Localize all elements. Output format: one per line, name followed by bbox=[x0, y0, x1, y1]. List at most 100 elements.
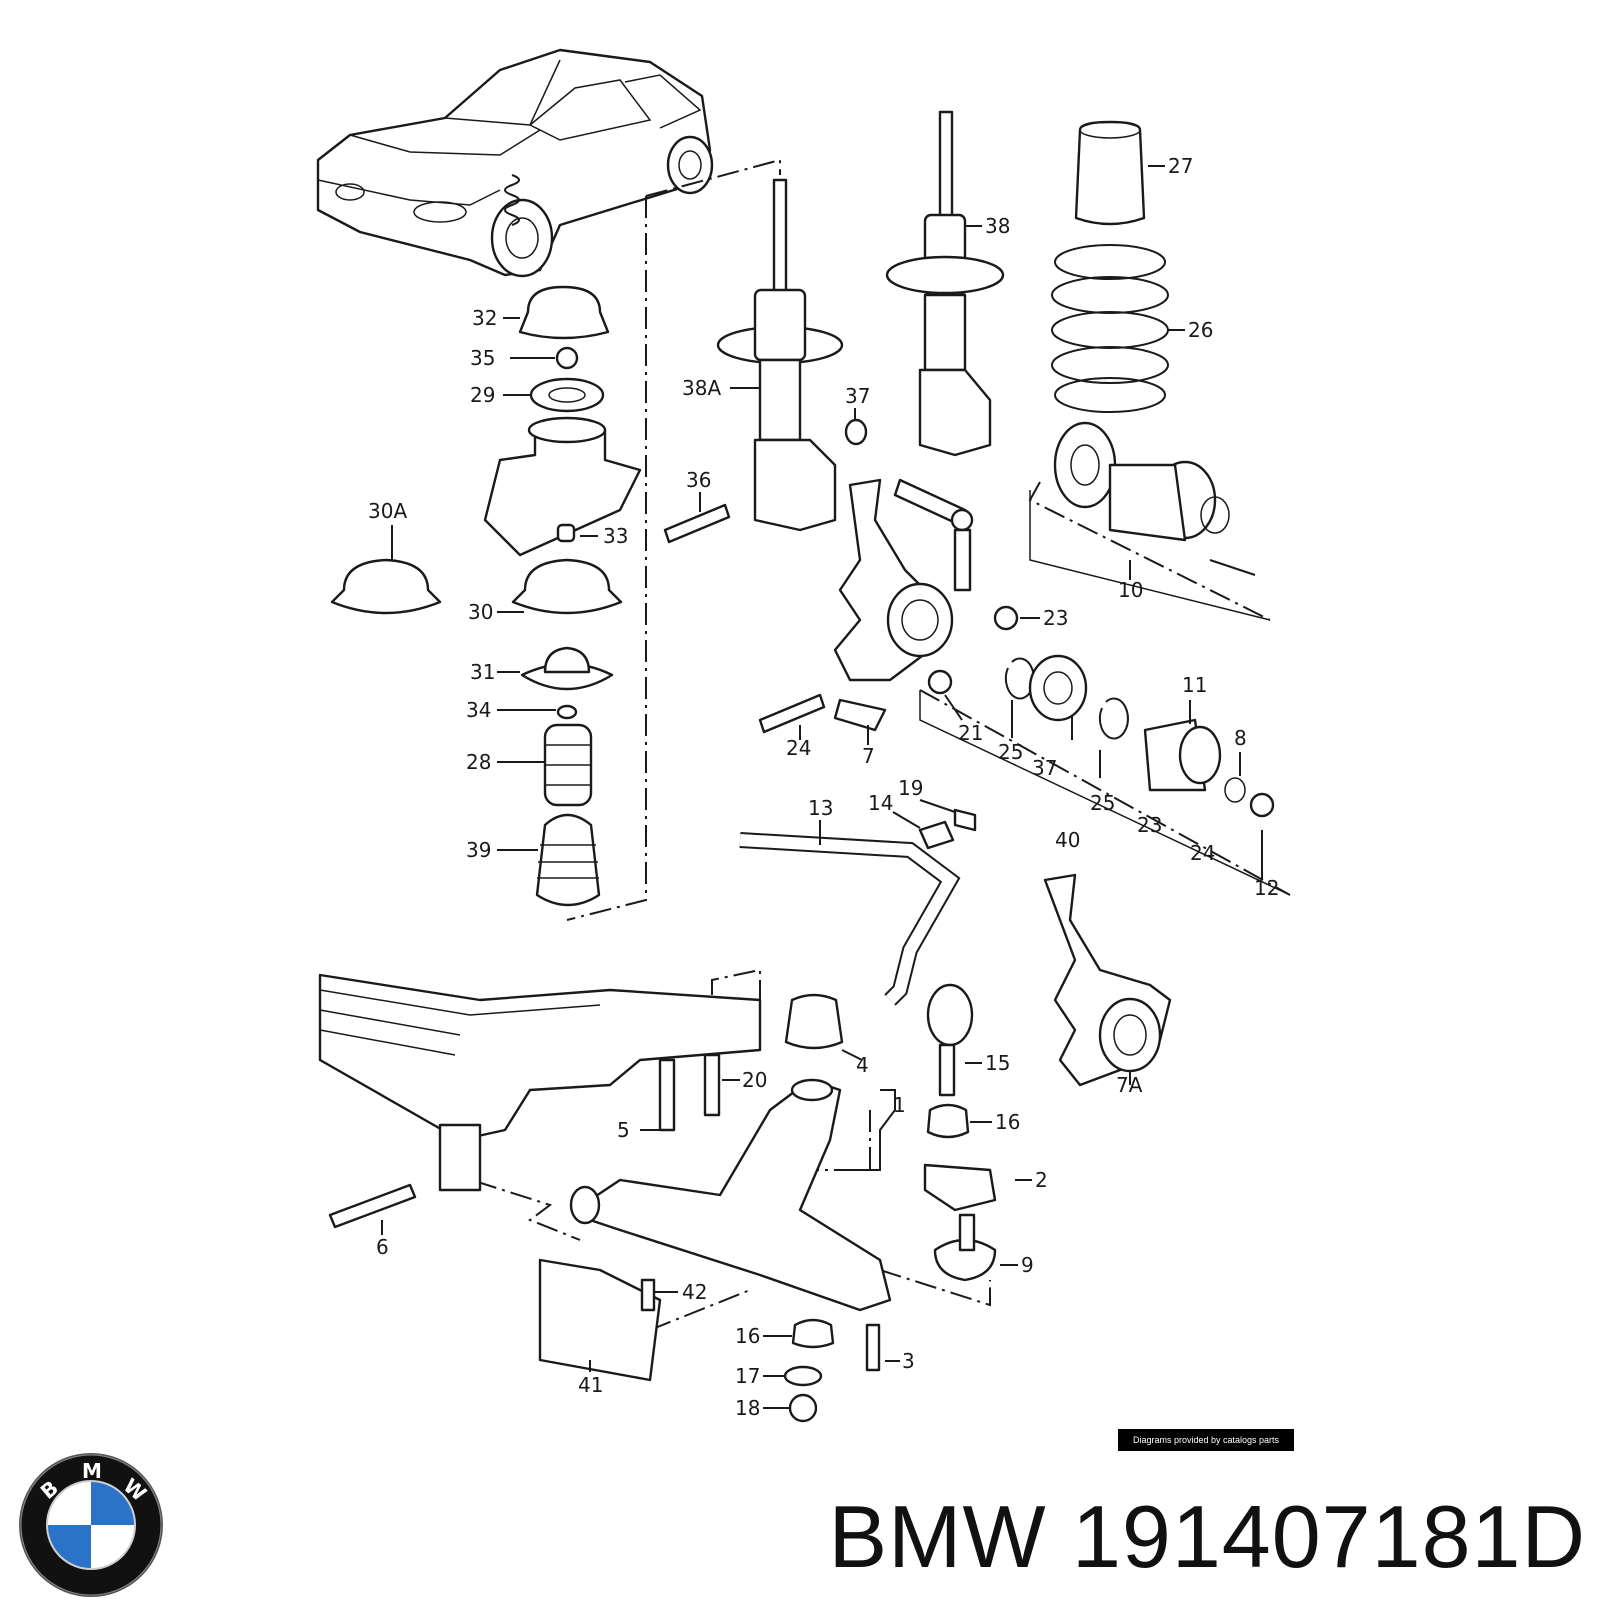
control-arm-1 bbox=[538, 1078, 997, 1423]
part-12-nut bbox=[1249, 792, 1275, 818]
part-37-bearing bbox=[1028, 654, 1088, 722]
part-30 bbox=[511, 558, 623, 615]
callout-5: 5 bbox=[617, 1118, 630, 1142]
part-41-shield bbox=[538, 1258, 662, 1382]
strut-38a bbox=[663, 178, 868, 544]
callout-38: 38 bbox=[985, 214, 1010, 238]
callout-29: 29 bbox=[470, 383, 495, 407]
callout-33: 33 bbox=[603, 524, 628, 548]
part-17-washer bbox=[783, 1365, 823, 1387]
part-5-bolt bbox=[658, 1058, 676, 1132]
callout-30: 30 bbox=[468, 600, 493, 624]
part-29 bbox=[529, 377, 605, 413]
strut-mount-stack bbox=[330, 285, 642, 907]
diagram-credit: Diagrams provided by catalogs parts bbox=[1118, 1429, 1294, 1451]
callout-31: 31 bbox=[470, 660, 495, 684]
callout-4: 4 bbox=[856, 1053, 869, 1077]
strut-38 bbox=[885, 110, 1005, 457]
part-18-nut bbox=[788, 1393, 818, 1423]
part-36-bolt bbox=[663, 503, 731, 544]
part-42-clip bbox=[640, 1278, 656, 1312]
callout-16-upper: 16 bbox=[995, 1110, 1020, 1134]
callout-6: 6 bbox=[376, 1235, 389, 1259]
callout-13: 13 bbox=[808, 796, 833, 820]
part-16-bottom bbox=[791, 1318, 835, 1349]
callout-7: 7 bbox=[862, 744, 875, 768]
part-23-nut bbox=[993, 605, 1019, 631]
part-2-plate bbox=[923, 1163, 997, 1212]
callout-26: 26 bbox=[1188, 318, 1213, 342]
callout-39: 39 bbox=[466, 838, 491, 862]
part-33 bbox=[556, 523, 576, 543]
callout-21: 21 bbox=[958, 721, 983, 745]
callout-30a: 30A bbox=[368, 499, 407, 523]
callout-38a: 38A bbox=[682, 376, 721, 400]
callout-19: 19 bbox=[898, 776, 923, 800]
part-6-bolt bbox=[328, 1183, 417, 1229]
leader-lines bbox=[381, 165, 1263, 1409]
piston-rod-38 bbox=[938, 110, 954, 224]
callout-41: 41 bbox=[578, 1373, 603, 1397]
part-35 bbox=[555, 346, 579, 370]
callout-24-right: 24 bbox=[1190, 841, 1215, 865]
callout-37-upper: 37 bbox=[845, 384, 870, 408]
callout-2: 2 bbox=[1035, 1168, 1048, 1192]
hub-assembly-10 bbox=[1029, 421, 1271, 621]
callout-17: 17 bbox=[735, 1364, 760, 1388]
stabilizer-bar-13 bbox=[739, 808, 977, 1097]
callout-10: 10 bbox=[1118, 578, 1143, 602]
part-24-bolt bbox=[758, 693, 826, 734]
part-25-ring-b bbox=[1098, 697, 1129, 740]
callout-32: 32 bbox=[472, 306, 497, 330]
part-14-bracket bbox=[918, 820, 955, 850]
callout-18: 18 bbox=[735, 1396, 760, 1420]
part-30a bbox=[330, 558, 442, 615]
part-4-bush bbox=[784, 993, 844, 1050]
knuckle-7a bbox=[1043, 873, 1172, 1087]
callout-23-upper: 23 bbox=[1043, 606, 1068, 630]
part-21-nut bbox=[927, 669, 953, 695]
callout-36: 36 bbox=[686, 468, 711, 492]
knuckle-7 bbox=[758, 478, 1291, 896]
part-26 bbox=[1051, 244, 1169, 413]
part-39 bbox=[535, 813, 601, 907]
part-15-link bbox=[926, 983, 974, 1047]
callout-42: 42 bbox=[682, 1280, 707, 1304]
part-8-washer bbox=[1224, 777, 1246, 803]
piston-rod bbox=[772, 178, 788, 302]
callout-labels: 27 38 26 32 35 29 38A 37 36 30A 33 30 31… bbox=[368, 154, 1279, 1420]
part-title: BMW 191407181D bbox=[828, 1487, 1586, 1586]
callout-11: 11 bbox=[1182, 673, 1207, 697]
callout-12: 12 bbox=[1254, 876, 1279, 900]
callout-20: 20 bbox=[742, 1068, 767, 1092]
part-34 bbox=[556, 704, 578, 720]
callout-40: 40 bbox=[1055, 828, 1080, 852]
callout-23-lower: 23 bbox=[1137, 813, 1162, 837]
part-19-clip bbox=[953, 808, 977, 832]
part-32 bbox=[518, 285, 610, 340]
callout-14: 14 bbox=[868, 791, 893, 815]
svg-text:M: M bbox=[82, 1459, 102, 1483]
callout-24-left: 24 bbox=[786, 736, 811, 760]
callout-3: 3 bbox=[902, 1349, 915, 1373]
callout-27: 27 bbox=[1168, 154, 1193, 178]
callout-25-lower: 25 bbox=[1090, 791, 1115, 815]
callout-34: 34 bbox=[466, 698, 491, 722]
part-16-top bbox=[926, 1103, 970, 1139]
part-37-bush bbox=[844, 418, 868, 446]
callout-9: 9 bbox=[1021, 1253, 1034, 1277]
part-3-bolt bbox=[865, 1323, 881, 1372]
knuckle-bracket bbox=[753, 438, 837, 532]
part-20-bolt bbox=[703, 1053, 721, 1117]
callout-15: 15 bbox=[985, 1051, 1010, 1075]
callout-37-lower: 37 bbox=[1032, 756, 1057, 780]
callout-16-lower: 16 bbox=[735, 1324, 760, 1348]
subframe bbox=[318, 973, 844, 1229]
callout-25-upper: 25 bbox=[998, 740, 1023, 764]
callout-1: 1 bbox=[893, 1093, 906, 1117]
callout-35: 35 bbox=[470, 346, 495, 370]
bmw-logo-icon: B M W bbox=[19, 1453, 163, 1597]
car-illustration bbox=[316, 48, 714, 278]
assembly-lines bbox=[439, 158, 1291, 1331]
